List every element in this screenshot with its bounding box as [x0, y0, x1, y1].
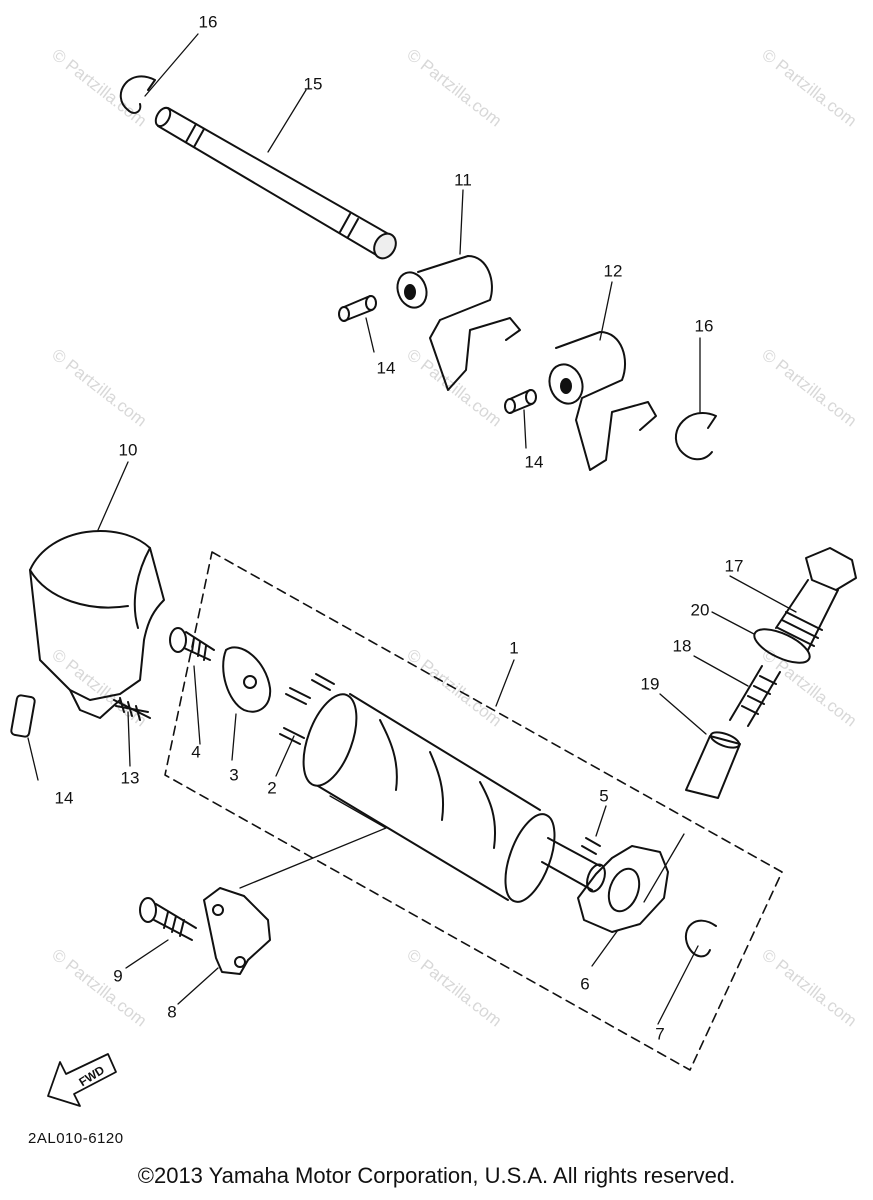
- copyright-notice: ©2013 Yamaha Motor Corporation, U.S.A. A…: [137, 1163, 736, 1188]
- callout-4: 4: [191, 742, 201, 762]
- callout-14: 14: [54, 788, 74, 808]
- callout-3: 3: [229, 765, 239, 785]
- fwd-arrow-icon: [47, 1053, 117, 1107]
- callout-10: 10: [118, 440, 138, 460]
- callout-18: 18: [672, 636, 692, 656]
- shift-drum-1: [302, 693, 606, 903]
- diagram-code: 2AL010-6120: [28, 1130, 124, 1147]
- stopper-housing-10: [29, 530, 165, 719]
- segment-plate-3: [222, 646, 272, 713]
- gasket-20: [753, 628, 811, 664]
- callout-14: 14: [376, 358, 396, 378]
- callout-7: 7: [655, 1024, 665, 1044]
- stopper-plate-8: [203, 887, 271, 975]
- dowel-pins-2: [279, 673, 335, 745]
- leader-lines: [27, 33, 797, 1025]
- bolt-4: [169, 627, 215, 661]
- callout-11: 11: [454, 170, 472, 190]
- plunger-19: [685, 731, 741, 799]
- circlip-16-right: [674, 412, 717, 461]
- callout-6: 6: [580, 974, 590, 994]
- shift-fork-12: [548, 331, 657, 471]
- callout-9: 9: [113, 966, 123, 986]
- callout-17: 17: [724, 556, 744, 576]
- assembly-outline: [164, 551, 783, 1071]
- callout-14: 14: [524, 452, 544, 472]
- callout-2: 2: [267, 778, 277, 798]
- circlip-7: [685, 919, 717, 958]
- callout-20: 20: [690, 600, 710, 620]
- callout-16: 16: [198, 12, 218, 32]
- callout-12: 12: [603, 261, 623, 281]
- plug-17: [775, 547, 857, 651]
- guide-pin-14-left: [10, 694, 36, 738]
- spring-18: [729, 665, 781, 727]
- shift-shaft-15: [154, 106, 397, 260]
- circlip-16-top: [119, 75, 156, 114]
- pin-5: [581, 837, 601, 855]
- callout-1: 1: [509, 638, 519, 658]
- callout-16: 16: [694, 316, 714, 336]
- shift-fork-11: [396, 255, 521, 391]
- callout-5: 5: [599, 786, 609, 806]
- callout-13: 13: [120, 768, 140, 788]
- callout-19: 19: [640, 674, 660, 694]
- guide-pin-14-mid: [504, 389, 537, 414]
- callout-15: 15: [303, 74, 323, 94]
- guide-pin-14-top: [338, 295, 377, 322]
- callout-8: 8: [167, 1002, 177, 1022]
- screw-9: [139, 897, 197, 941]
- spring-13: [113, 697, 151, 721]
- shift-star-6: [577, 845, 669, 933]
